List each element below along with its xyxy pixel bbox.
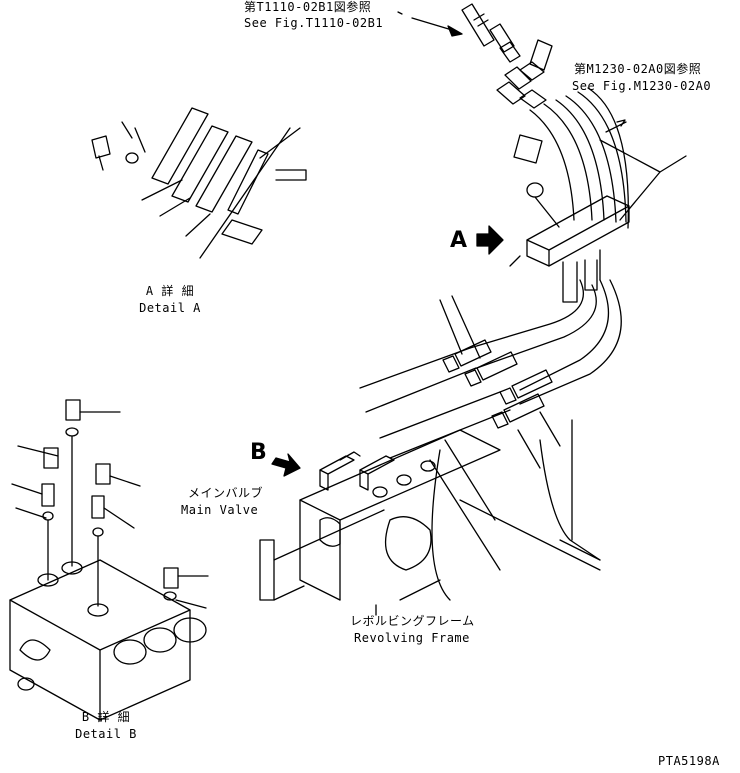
ref-t1110-en: See Fig.T1110-02B1 [244,16,384,30]
detail-b-parts [11,399,209,609]
t1110-arrowhead [447,25,463,37]
drawing-id: PTA5198A [658,754,720,768]
revolving-frame-en: Revolving Frame [354,631,470,645]
callout-a-label: A [450,228,468,253]
detail-b-valve-block [9,559,207,721]
detail-a-jp: A 詳 細 [145,284,195,298]
ref-m1230-jp: 第M1230-02A0図参照 [574,62,702,76]
detail-b-jp: B 詳 細 [81,710,131,724]
detail-a-en: Detail A [139,301,201,315]
hoses-to-valve [359,279,622,459]
m1230-leader [599,119,687,221]
main-valve-body [299,429,501,601]
callout-b-label: B [250,440,267,465]
callout-a-arrow [476,225,504,255]
ref-t1110-jp: 第T1110-02B1図参照 [244,0,372,14]
top-hose-fittings [397,3,553,164]
clamp-bracket [509,182,630,303]
ref-m1230-en: See Fig.M1230-02A0 [572,79,712,93]
hose-end-fittings [439,295,561,469]
hose-bundle [529,87,629,229]
main-valve-en: Main Valve [181,503,259,517]
main-valve-jp: メインバルブ [188,486,264,500]
callout-b-arrow [271,453,301,477]
detail-a-parts [91,107,307,259]
revolving-frame-jp: レボルビングフレーム [350,614,475,628]
revolving-frame [259,419,601,616]
detail-b-en: Detail B [75,727,137,741]
